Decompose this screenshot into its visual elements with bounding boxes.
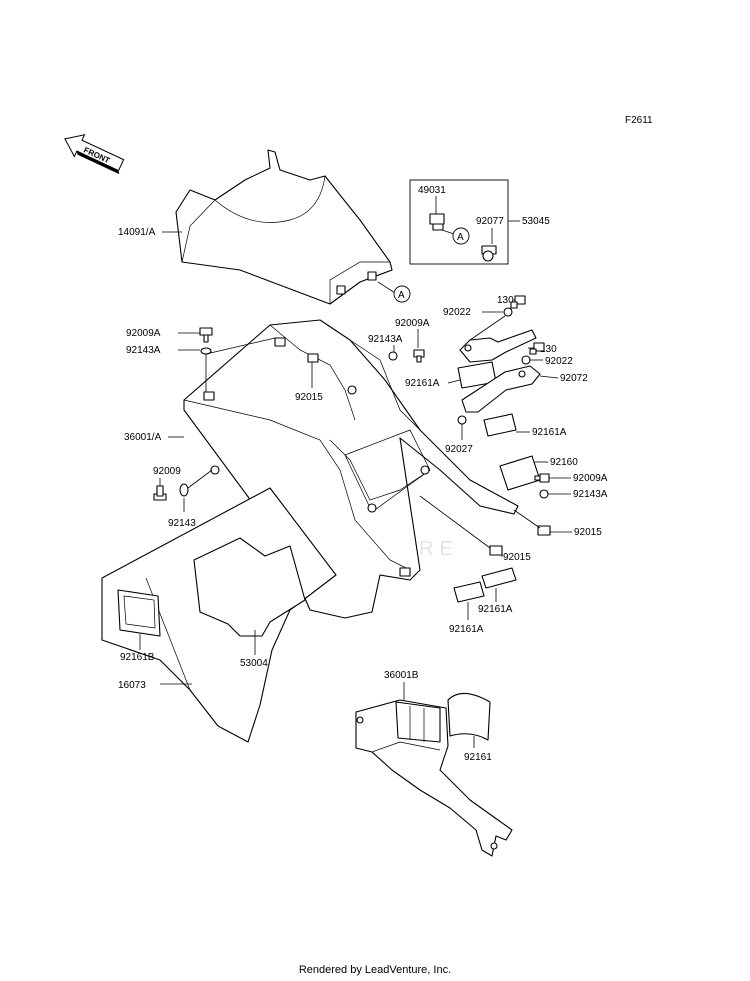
part-130-bolt-a	[510, 295, 526, 309]
label-92143: 92143	[168, 518, 196, 529]
part-bracket-upper	[459, 329, 537, 363]
label-92161: 92161	[464, 752, 492, 763]
label-92027: 92027	[445, 444, 473, 455]
diagram-code: F2611	[625, 115, 653, 126]
label-92072: 92072	[560, 373, 588, 384]
label-92015-a: 92015	[295, 392, 323, 403]
label-36001A: 36001/A	[124, 432, 162, 443]
footer-credit: Rendered by LeadVenture, Inc.	[298, 964, 452, 976]
part-14091A-cover	[175, 149, 393, 305]
label-16073: 16073	[118, 680, 146, 691]
part-92022-washer-a	[503, 307, 513, 317]
part-92143A-collar-c	[539, 489, 549, 499]
label-92009A-a: 92009A	[126, 328, 161, 339]
part-49031-nut	[429, 213, 445, 231]
part-92009A-bolt-c	[534, 473, 550, 483]
part-92143A-collar-b	[388, 351, 398, 361]
part-92161B-pad	[117, 589, 161, 637]
label-49031: 49031	[418, 185, 446, 196]
label-92143A-a: 92143A	[126, 345, 161, 356]
label-92022-b: 92022	[545, 356, 573, 367]
ref-marker-a-detail	[452, 227, 470, 245]
ref-marker-a-cover-text: A	[398, 290, 405, 301]
part-92015-clip-c	[537, 525, 551, 536]
part-92161-pad	[447, 692, 491, 741]
label-92160: 92160	[550, 457, 578, 468]
label-92015-b: 92015	[503, 552, 531, 563]
label-92077: 92077	[476, 216, 504, 227]
part-92160-pad	[499, 455, 541, 491]
part-53004-pad	[193, 537, 306, 637]
part-92009A-bolt-a	[199, 327, 213, 343]
part-92072-bracket	[461, 365, 541, 413]
label-92143A-b: 92143A	[368, 334, 403, 345]
label-92161A-a: 92161A	[405, 378, 440, 389]
part-130-bolt-b	[529, 342, 545, 355]
part-92161A-pad-d	[453, 581, 485, 603]
label-14091A: 14091/A	[118, 227, 156, 238]
part-36001A-fender	[183, 319, 519, 619]
label-92161A-b: 92161A	[532, 427, 567, 438]
part-92143-collar	[179, 483, 189, 497]
label-92009A-c: 92009A	[573, 473, 608, 484]
label-92161B: 92161B	[120, 652, 155, 663]
part-92009-bolt	[153, 485, 167, 501]
label-92022-a: 92022	[443, 307, 471, 318]
label-92009A-b: 92009A	[395, 318, 430, 329]
label-92143A-c: 92143A	[573, 489, 608, 500]
label-130-b: 130	[540, 344, 557, 355]
part-92161A-pad-c	[481, 567, 517, 589]
label-92161A-d: 92161A	[449, 624, 484, 635]
front-arrow-icon: FRONT	[64, 134, 125, 175]
ref-marker-a-cover	[393, 285, 411, 303]
part-92015-clip-b	[489, 545, 503, 556]
part-92022-washer-b	[521, 355, 531, 365]
part-36001B-duct	[355, 699, 513, 857]
label-92161A-c: 92161A	[478, 604, 513, 615]
label-53004: 53004	[240, 658, 268, 669]
label-130-a: 130	[497, 295, 514, 306]
label-36001B: 36001B	[384, 670, 419, 681]
part-92027-collar	[457, 415, 467, 425]
label-92015-c: 92015	[574, 527, 602, 538]
part-92077-screw	[481, 245, 497, 262]
part-92009A-bolt-b	[413, 349, 425, 363]
label-92009: 92009	[153, 466, 181, 477]
detail-box-53045	[409, 179, 509, 265]
ref-marker-a-detail-text: A	[457, 232, 464, 243]
part-92161A-pad-b	[483, 413, 517, 437]
label-53045: 53045	[522, 216, 550, 227]
